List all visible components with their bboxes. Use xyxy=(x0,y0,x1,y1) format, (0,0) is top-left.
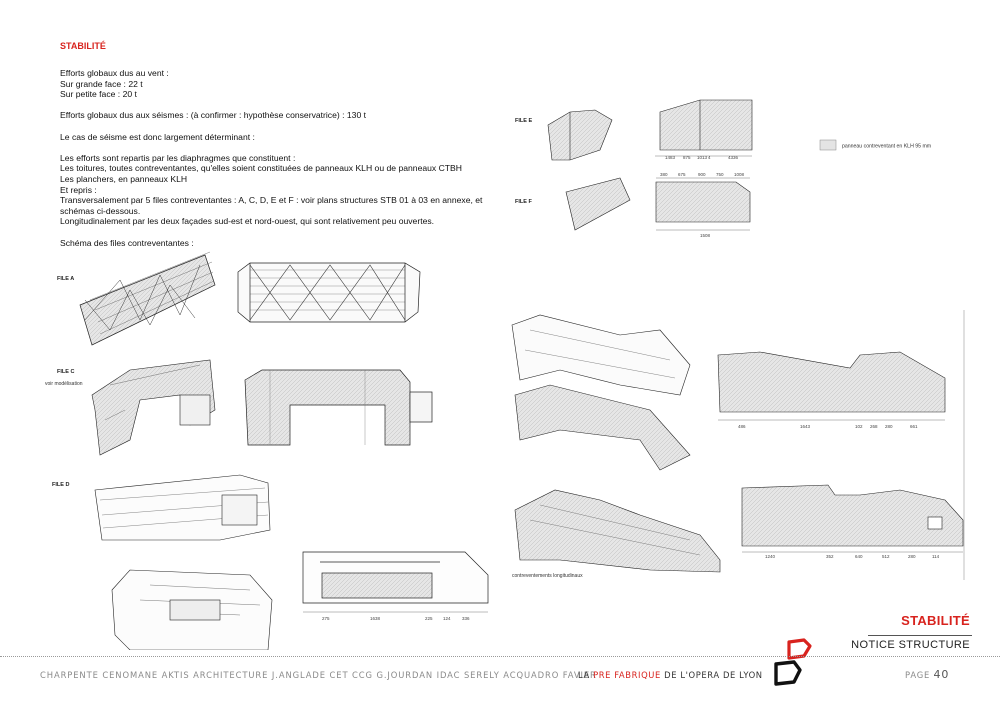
file-f-elevation-drawing xyxy=(655,177,751,231)
file-e-iso-drawing xyxy=(547,109,613,161)
roofs-text: Les toitures, toutes contreventantes, qu… xyxy=(60,163,462,174)
file-d-iso-drawing-2 xyxy=(111,569,273,650)
transversal-text: Transversalement par 5 files contreventa… xyxy=(60,195,483,216)
longitudinal-elevation-top-drawing xyxy=(717,351,946,421)
footer-page-label: PAGE xyxy=(905,670,934,680)
d-dim-5: 336 xyxy=(462,616,470,621)
e-dim-2: 875 xyxy=(683,155,691,160)
legend: panneau contreventant en KLH 95 mm xyxy=(819,139,931,151)
f-dim-5: 1008 xyxy=(734,172,745,177)
label-file-c-note: voir modélisation xyxy=(45,381,83,387)
lt-dim-2: 1643 xyxy=(800,424,811,429)
file-d-elevation-drawing xyxy=(302,551,489,613)
wind-title: Efforts globaux dus au vent : xyxy=(60,68,169,78)
e-dim-3: 1013 xyxy=(697,155,708,160)
label-file-d: FILE D xyxy=(52,482,70,488)
file-d-dims: 275 1638 225 124 336 xyxy=(322,616,470,621)
longitudinal-text: Longitudinalement par les deux façades s… xyxy=(60,216,435,227)
logo-icon xyxy=(774,638,812,686)
lb-dim-2: 352 xyxy=(826,554,834,559)
footer-partners: CHARPENTE CENOMANE AKTIS ARCHITECTURE J.… xyxy=(40,670,597,680)
lb-dim-5: 280 xyxy=(908,554,916,559)
determinant-text: Le cas de séisme est donc largement déte… xyxy=(60,131,255,142)
title-block-subtitle: NOTICE STRUCTURE xyxy=(851,639,970,651)
footer-page: PAGE 40 xyxy=(905,668,949,681)
label-file-e: FILE E xyxy=(515,118,533,124)
lt-dim-5: 280 xyxy=(885,424,893,429)
e-dim-5: 4336 xyxy=(728,155,739,160)
title-block: STABILITÉ xyxy=(901,613,970,628)
d-dim-3: 225 xyxy=(425,616,433,621)
efforts-text: Les efforts sont repartis par les diaphr… xyxy=(60,152,296,163)
file-d-iso-drawing xyxy=(94,474,271,541)
footer-dotted-rule xyxy=(0,656,1000,657)
wind-small: Sur petite face : 20 t xyxy=(60,89,137,100)
footer-project-prefix: LA xyxy=(578,670,594,680)
lb-dim-4: 512 xyxy=(882,554,890,559)
section-title: STABILITÉ xyxy=(60,41,106,51)
e-dim-1: 1483 xyxy=(665,155,676,160)
label-file-a: FILE A xyxy=(57,276,75,282)
f-dim-1: 380 xyxy=(660,172,668,177)
title-block-title: STABILITÉ xyxy=(901,613,970,628)
file-a-elevation-drawing xyxy=(237,262,421,323)
wind-large: Sur grande face : 22 t xyxy=(60,78,143,89)
long-bracing-label: contreventements longitudinaux xyxy=(512,573,583,579)
lb-dim-3: 640 xyxy=(855,554,863,559)
title-block-rule xyxy=(868,635,972,636)
taken-text: Et repris : xyxy=(60,184,97,195)
file-e-dims: 1483 875 1013 4 4336 xyxy=(665,155,739,160)
file-c-elevation-drawing xyxy=(244,369,433,446)
file-a-iso-drawing xyxy=(79,251,216,346)
f-dim-2: 675 xyxy=(678,172,686,177)
d-dim-4: 124 xyxy=(443,616,451,621)
lb-dim-6: 114 xyxy=(932,554,940,559)
legend-text: panneau contreventant en KLH 95 mm xyxy=(842,144,931,150)
legend-swatch xyxy=(819,139,837,151)
file-c-iso-drawing xyxy=(91,359,216,456)
d-dim-1: 275 xyxy=(322,616,330,621)
file-f-dims: 380 675 900 750 1008 1508 xyxy=(660,172,745,238)
lt-dim-6: 661 xyxy=(910,424,918,429)
floors-text: Les planchers, en panneaux KLH xyxy=(60,173,188,184)
schema-text: Schéma des files contreventantes : xyxy=(60,237,194,248)
drawings-canvas: 275 1638 225 124 336 1483 875 1013 4 433… xyxy=(79,99,965,650)
longitudinal-iso-top-drawing xyxy=(511,314,691,471)
longitudinal-iso-bottom-drawing xyxy=(514,489,721,573)
f-dim-bottom: 1508 xyxy=(700,233,711,238)
file-f-iso-drawing xyxy=(565,177,631,231)
longitudinal-elevation-bottom-drawing xyxy=(741,484,964,553)
label-file-f: FILE F xyxy=(515,199,532,205)
seismic-text: Efforts globaux dus aux séismes : (à con… xyxy=(60,110,367,121)
footer-page-number: 40 xyxy=(933,668,950,681)
lt-dim-1: 486 xyxy=(738,424,746,429)
longitudinal-bottom-dims: 1240 352 640 512 280 114 xyxy=(765,554,940,559)
footer-project: LA PRE FABRIQUE DE L'OPERA DE LYON xyxy=(578,670,763,680)
body-text: Efforts globaux dus au vent : Sur grande… xyxy=(60,68,490,248)
f-dim-3: 900 xyxy=(698,172,706,177)
lt-dim-3: 102 xyxy=(855,424,863,429)
lt-dim-4: 268 xyxy=(870,424,878,429)
footer-project-highlight: PRE FABRIQUE xyxy=(593,670,661,680)
f-dim-4: 750 xyxy=(716,172,724,177)
longitudinal-top-dims: 486 1643 102 268 280 661 xyxy=(738,424,918,429)
file-e-elevation-drawing xyxy=(655,99,753,157)
lb-dim-1: 1240 xyxy=(765,554,776,559)
footer-project-suffix: DE L'OPERA DE LYON xyxy=(660,670,763,680)
e-dim-4: 4 xyxy=(708,155,711,160)
label-file-c: FILE C xyxy=(57,369,75,375)
d-dim-2: 1638 xyxy=(370,616,381,621)
